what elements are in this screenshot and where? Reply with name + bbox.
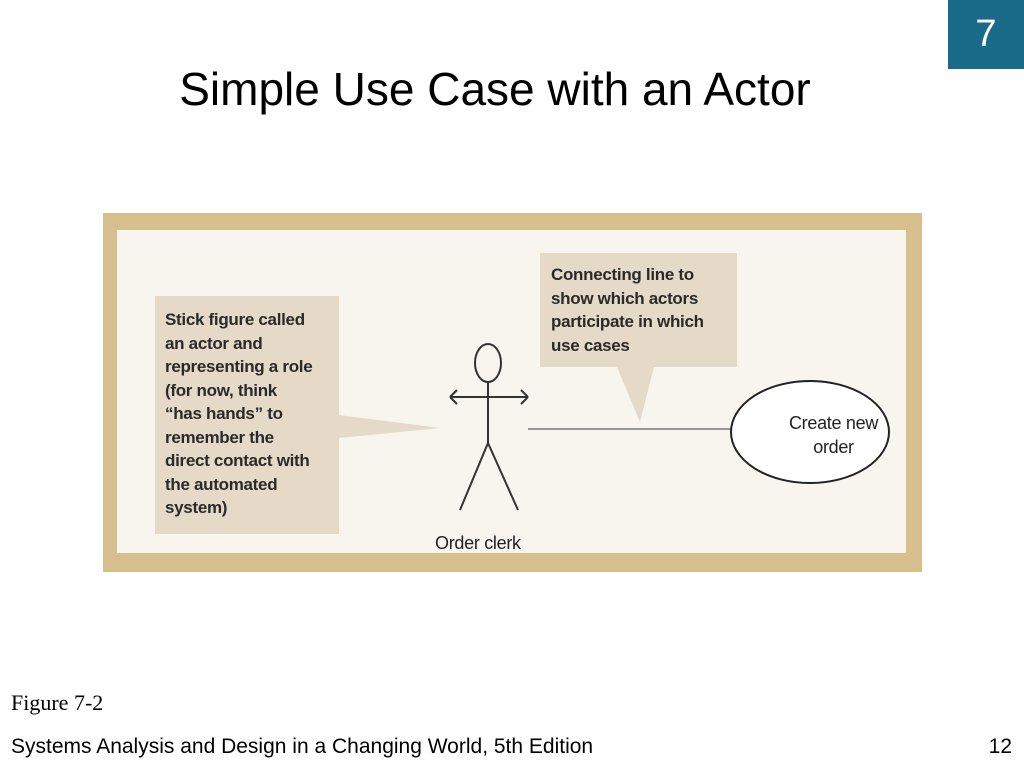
use-case-ellipse xyxy=(730,380,890,484)
actor-label: Order clerk xyxy=(435,533,521,553)
figure-frame: Stick figure called an actor and represe… xyxy=(103,213,922,572)
callout-connecting-line: Connecting line to show which actors par… xyxy=(540,253,737,367)
slide-title: Simple Use Case with an Actor xyxy=(179,63,811,115)
footer-text: Systems Analysis and Design in a Changin… xyxy=(11,735,594,758)
page-number: 12 xyxy=(988,735,1012,758)
use-case-diagram xyxy=(339,343,890,511)
callout-line-pointer xyxy=(617,367,654,422)
chapter-badge: 7 xyxy=(948,0,1024,69)
callout-actor-pointer xyxy=(339,415,440,438)
actor-stick-figure xyxy=(449,343,529,511)
figure-caption: Figure 7-2 xyxy=(11,690,104,715)
use-case-label: Create new order xyxy=(788,413,879,457)
callout-actor: Stick figure called an actor and represe… xyxy=(155,296,339,534)
figure-inner: Stick figure called an actor and represe… xyxy=(117,230,906,553)
